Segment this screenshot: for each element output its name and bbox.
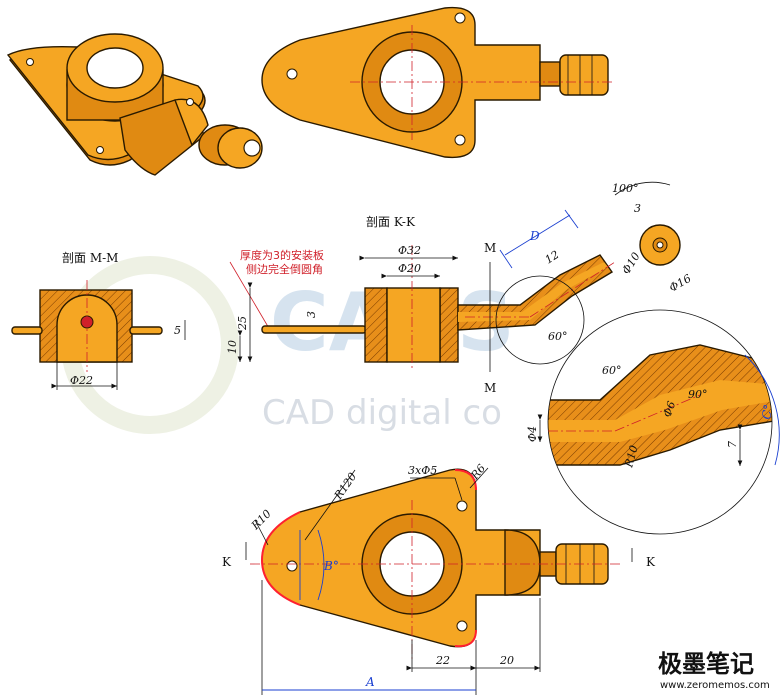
dim-phi32: Φ32 (398, 244, 421, 257)
front-view: B° R120 3xΦ5 R6 R10 22 20 A K K (222, 462, 656, 695)
brand-logo: 极墨笔记 www.zeromemos.com (658, 650, 770, 691)
section-kk: 剖面 K-K 厚度为3的安装板 侧边完全倒圆角 Φ32 Φ20 25 10 3 … (226, 209, 643, 395)
dim-phi6: Φ6 (661, 400, 679, 420)
dim-12: 12 (543, 248, 562, 266)
top-view (261, 6, 612, 159)
dim-5: 5 (174, 324, 181, 337)
nut-detail: 100° 3 Φ16 (612, 181, 693, 295)
dim-20: 20 (499, 654, 514, 667)
label-k-left: K (222, 555, 232, 569)
section-mm-title: 剖面 M-M (62, 251, 118, 265)
dim-10: 10 (226, 340, 239, 354)
section-mm: 剖面 M-M Φ22 5 (11, 251, 186, 390)
label-m-top: M (484, 241, 496, 255)
dim-100: 100° (612, 182, 639, 195)
dim-holes: 3xΦ5 (408, 464, 437, 477)
dim-phi4: Φ4 (526, 426, 539, 442)
dim-phi10: Φ10 (620, 250, 643, 276)
dim-phi22: Φ22 (70, 374, 93, 387)
note-line1: 厚度为3的安装板 (240, 248, 324, 262)
dim-C: C° (759, 403, 775, 420)
watermark-line: CAD digital co (262, 393, 502, 433)
dim-7: 7 (726, 441, 739, 448)
dim-D: D (529, 229, 540, 243)
label-k-right: K (646, 555, 656, 569)
dim-3b: 3 (634, 202, 641, 215)
dim-A: A (365, 675, 375, 689)
note-line2: 侧边完全倒圆角 (246, 262, 323, 276)
dim-phi16: Φ16 (667, 272, 693, 295)
dim-R10: R10 (622, 444, 641, 470)
enlarged-detail: 60° Φ6 90° Φ4 7 R10 C° (526, 309, 780, 535)
dim-B: B° (323, 559, 339, 573)
dim-R10b: R10 (248, 507, 274, 533)
dim-90: 90° (688, 388, 708, 401)
brand-name: 极墨笔记 (658, 650, 754, 678)
label-m-bottom: M (484, 381, 496, 395)
isometric-view (6, 33, 263, 176)
dim-60: 60° (548, 330, 568, 343)
section-kk-title: 剖面 K-K (366, 215, 416, 229)
dim-3: 3 (305, 311, 318, 318)
dim-22: 22 (435, 654, 450, 667)
brand-url: www.zeromemos.com (660, 680, 770, 691)
dim-25: 25 (236, 316, 249, 331)
dim-phi20: Φ20 (398, 262, 421, 275)
dim-60b: 60° (602, 364, 622, 377)
